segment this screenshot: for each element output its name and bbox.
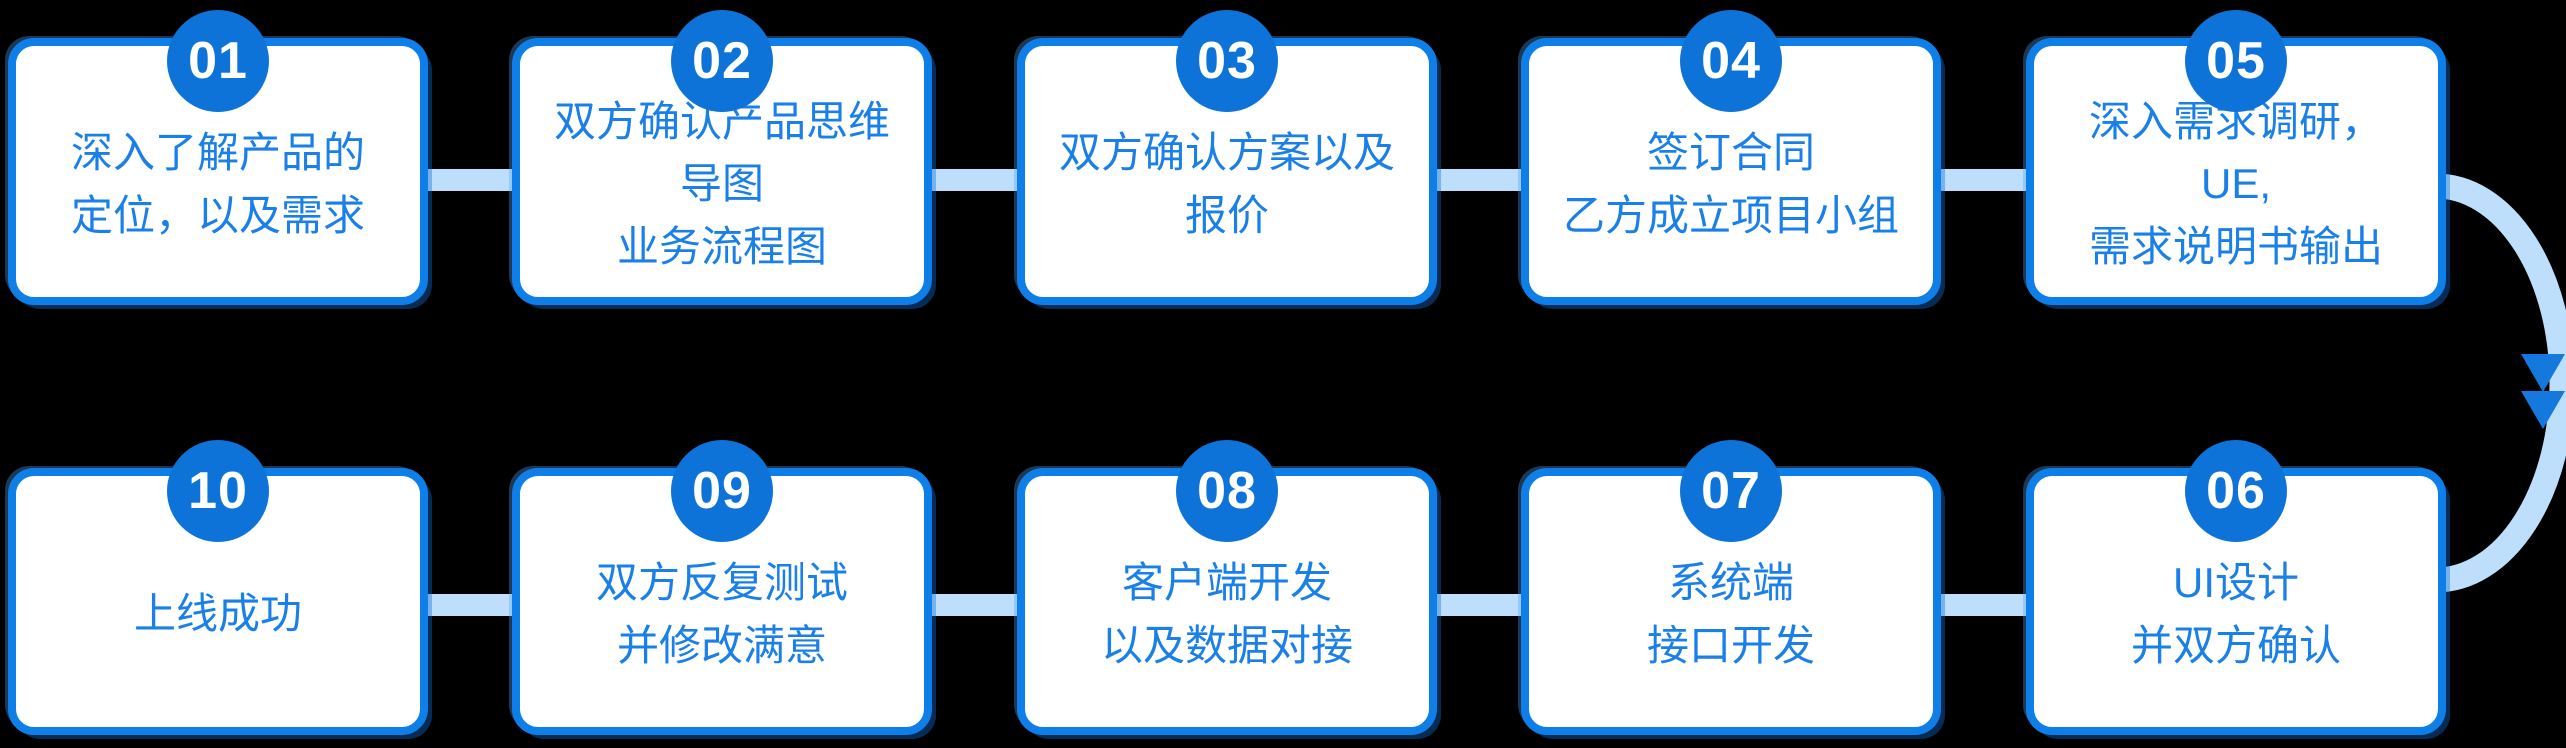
step-box-10: 10 上线成功: [8, 440, 428, 735]
step-label: 上线成功: [133, 590, 302, 638]
arc-connector-line: [2435, 173, 2566, 593]
step-box-07: 07 系统端 接口开发: [1521, 440, 1941, 735]
connector-01-02: [420, 169, 532, 191]
step-number-badge: 07: [1680, 440, 1782, 542]
step-box-02: 02 双方确认产品思维导图 业务流程图: [512, 10, 932, 305]
step-box-01: 01 深入了解产品的 定位，以及需求: [8, 10, 428, 305]
step-number: 05: [2206, 32, 2266, 90]
connector-08-07: [1429, 594, 1541, 616]
step-label: 双方确认方案以及报价: [1058, 129, 1395, 239]
step-box-04: 04 签订合同 乙方成立项目小组: [1521, 10, 1941, 305]
step-box-03: 03 双方确认方案以及报价: [1017, 10, 1437, 305]
step-number-badge: 01: [167, 10, 269, 112]
step-number-badge: 08: [1176, 440, 1278, 542]
step-label: 客户端开发 以及数据对接: [1100, 559, 1353, 669]
connector-04-05: [1934, 169, 2046, 191]
connector-03-04: [1429, 169, 1541, 191]
connector-02-03: [924, 169, 1036, 191]
connector-10-09: [420, 594, 532, 616]
step-number: 02: [692, 32, 752, 90]
step-number: 03: [1197, 32, 1257, 90]
step-label: 系统端 接口开发: [1646, 559, 1815, 669]
step-number-badge: 06: [2185, 440, 2287, 542]
step-number: 10: [188, 462, 248, 520]
step-box-08: 08 客户端开发 以及数据对接: [1017, 440, 1437, 735]
step-number-badge: 05: [2185, 10, 2287, 112]
step-number-badge: 03: [1176, 10, 1278, 112]
step-number: 09: [692, 462, 752, 520]
step-number: 06: [2206, 462, 2266, 520]
step-label: UI设计 并双方确认: [2130, 559, 2341, 669]
connector-09-08: [924, 594, 1036, 616]
step-box-06: 06 UI设计 并双方确认: [2026, 440, 2446, 735]
step-number-badge: 09: [671, 440, 773, 542]
step-number-badge: 04: [1680, 10, 1782, 112]
step-number: 01: [188, 32, 248, 90]
connector-07-06: [1934, 594, 2046, 616]
step-number: 04: [1701, 32, 1761, 90]
step-label: 深入了解产品的 定位，以及需求: [70, 129, 365, 239]
step-number-badge: 10: [167, 440, 269, 542]
step-label: 双方反复测试 并修改满意: [595, 559, 848, 669]
step-label: 签订合同 乙方成立项目小组: [1562, 129, 1899, 239]
step-number: 08: [1197, 462, 1257, 520]
step-number-badge: 02: [671, 10, 773, 112]
step-box-05: 05 深入需求调研，UE, 需求说明书输出: [2026, 10, 2446, 305]
step-box-09: 09 双方反复测试 并修改满意: [512, 440, 932, 735]
step-label: 深入需求调研，UE, 需求说明书输出: [2088, 98, 2383, 270]
arrow-down-icon: [2521, 391, 2565, 429]
step-label: 双方确认产品思维导图 业务流程图: [553, 98, 890, 270]
step-number: 07: [1701, 462, 1761, 520]
arrow-down-icon: [2521, 354, 2565, 392]
